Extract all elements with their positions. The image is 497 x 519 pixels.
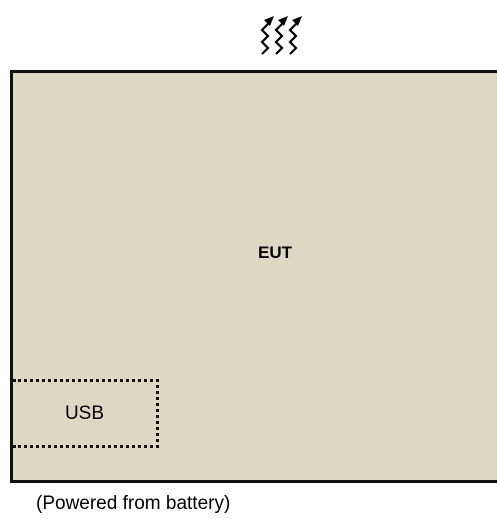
usb-label: USB (64, 402, 105, 424)
power-source-note: (Powered from battery) (36, 493, 231, 514)
usb-port-box: USB (13, 379, 159, 448)
eut-box: EUT USB (10, 70, 497, 483)
eut-label: EUT (258, 243, 292, 262)
radiated-emission-arrows-icon (260, 16, 302, 55)
